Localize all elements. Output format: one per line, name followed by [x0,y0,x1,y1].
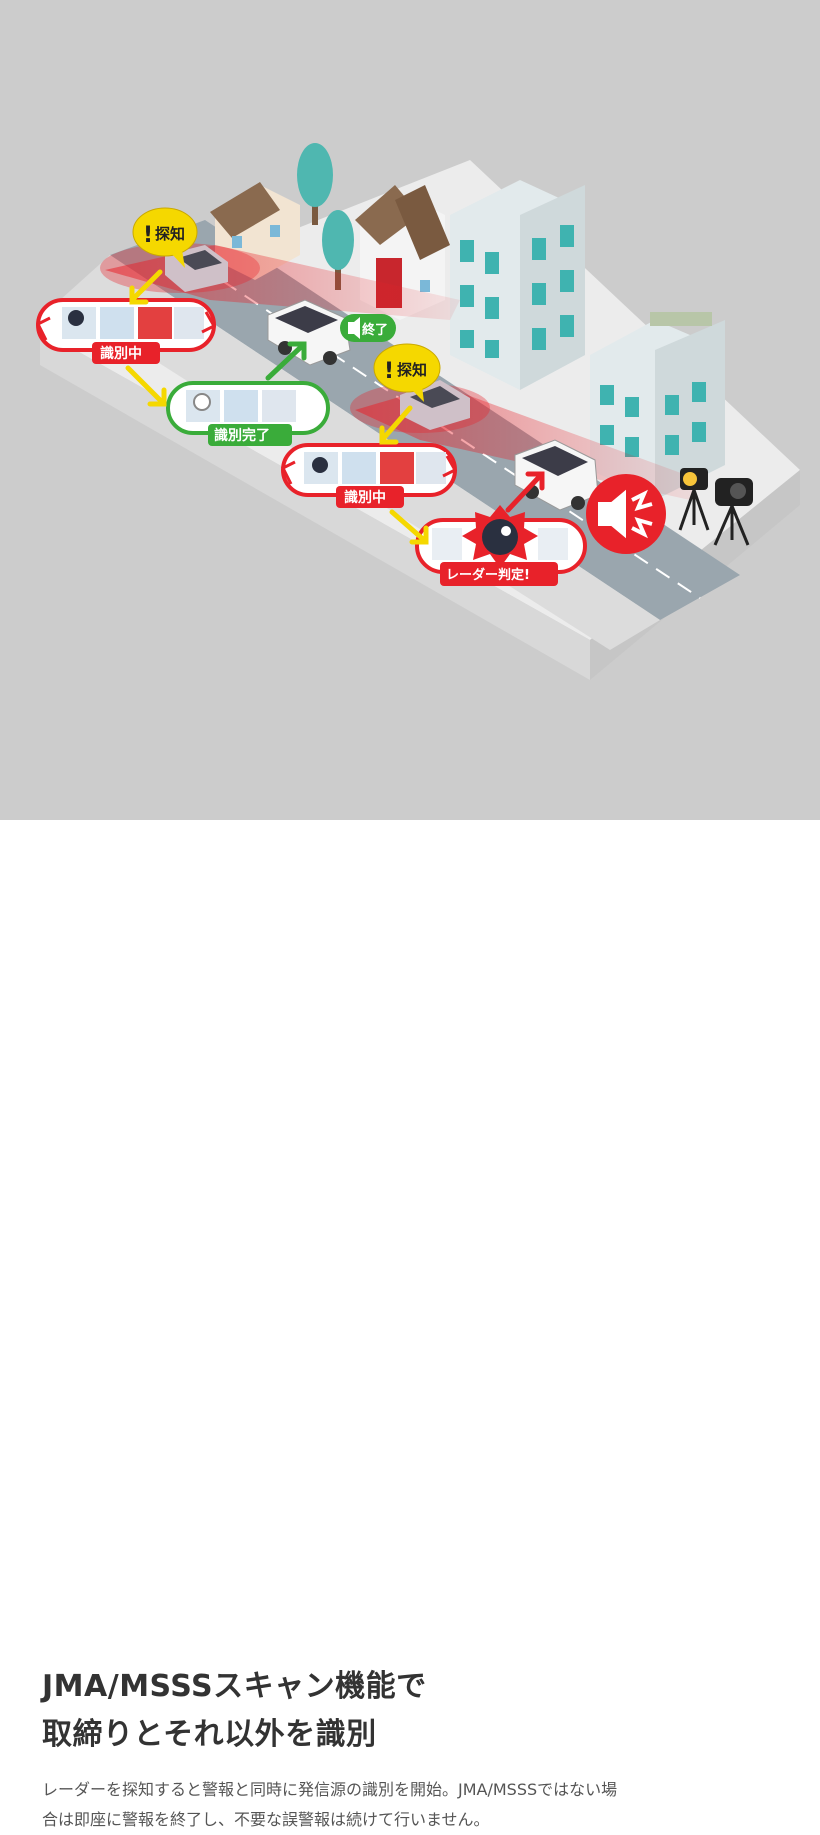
car-1 [165,245,228,292]
arrow-yellow-4 [389,509,429,545]
arrow-yellow-3 [379,405,413,445]
speaker-alarm-icon [598,489,653,539]
feature-description-line-1: レーダーを探知すると警報と同時に発信源の識別を開始。JMA/MSSSではない場 [42,1780,618,1799]
alarm-bubble [586,474,666,554]
detect-label-lower: 探知 [397,361,427,379]
car-2 [267,299,351,366]
flow-arrows [125,269,545,545]
feature-title-line-2: 取締りとそれ以外を識別 [42,1717,377,1752]
detect-bubble-lower: ! 探知 [373,343,441,402]
feature-description: レーダーを探知すると警報と同時に発信源の識別を開始。JMA/MSSSではない場 … [42,1775,782,1835]
arrow-yellow-1 [129,269,163,305]
end-bubble: 終了 [340,314,396,342]
building-tall [450,180,585,390]
feature-title-line-1: JMA/MSSSスキャン機能で [42,1669,427,1704]
identified-pill: 識別完了 [166,381,330,446]
tree-2 [322,210,354,290]
radar-judge-label: レーダー判定! [446,567,530,583]
tree-1 [297,143,333,225]
identified-label: 識別完了 [214,427,270,444]
arrow-yellow-2 [125,365,167,407]
radar-unit-1 [678,468,710,531]
identifying-label-2: 識別中 [344,489,386,506]
feature-description-line-2: 合は即座に警報を終了し、不要な誤警報は続けて行いません。 [42,1810,490,1829]
radar-unit-2 [713,478,753,546]
radar-judge-pill: レーダー判定! [415,505,587,586]
arrow-green [265,341,307,381]
end-label: 終了 [362,322,388,338]
identifying-pill-2: 識別中 [280,443,458,508]
identifying-label-1: 識別中 [100,345,142,362]
speaker-icon [348,317,360,339]
warning-exclamation-icon: ! [384,359,394,384]
identifying-pill-1: 識別中 [35,298,217,364]
detect-bubble-upper: ! 探知 [132,207,198,268]
feature-title: JMA/MSSSスキャン機能で 取締りとそれ以外を識別 [42,1663,427,1759]
detect-label-upper: 探知 [155,225,185,243]
arrow-red [505,471,545,513]
radar-scan-illustration: ! 探知 ! 探知 終了 識別 [35,143,800,680]
caption-panel: JMA/MSSSスキャン機能で 取締りとそれ以外を識別 レーダーを探知すると警報… [0,820,820,1829]
illustration-panel: ! 探知 ! 探知 終了 識別 [0,0,820,820]
warning-exclamation-icon: ! [143,223,153,248]
